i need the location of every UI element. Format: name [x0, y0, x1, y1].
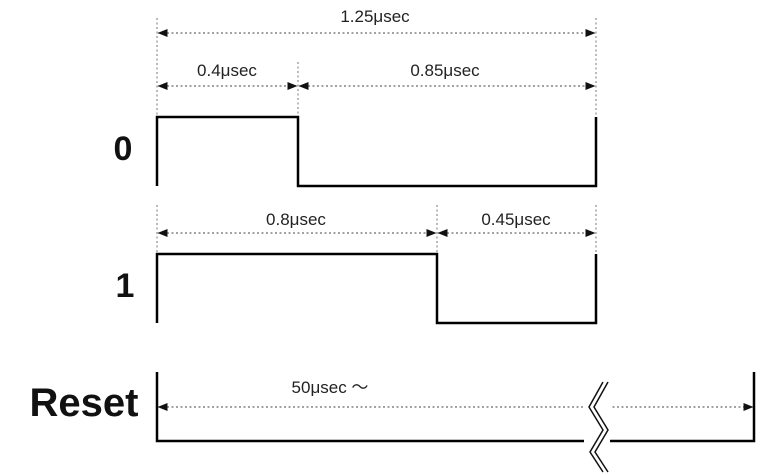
total-period-label: 1.25μsec — [340, 7, 410, 26]
bit0-label: 0 — [114, 130, 133, 168]
bit1-waveform — [155, 252, 598, 325]
reset-dimension: 50μsec ～ — [157, 378, 754, 411]
bit1-dimensions: 0.8μsec 0.45μsec — [157, 210, 596, 237]
break-mark — [584, 380, 610, 473]
reset-label: Reset — [30, 381, 139, 425]
bit0-waveform — [155, 115, 598, 188]
total-period-dimension: 1.25μsec — [157, 7, 596, 37]
reset-duration-label: 50μsec ～ — [292, 378, 369, 397]
bit0-low-label: 0.85μsec — [410, 61, 480, 80]
break-zigzag-left — [588, 381, 604, 473]
break-zigzag-right — [593, 381, 609, 473]
bit0-high-label: 0.4μsec — [197, 61, 257, 80]
bit1-low-label: 0.45μsec — [481, 210, 551, 229]
guide-lines — [156, 18, 597, 253]
bit0-dimensions: 0.4μsec 0.85μsec — [157, 61, 596, 90]
bit1-label: 1 — [116, 267, 135, 305]
reset-waveform — [155, 372, 756, 443]
bit1-high-label: 0.8μsec — [266, 210, 326, 229]
